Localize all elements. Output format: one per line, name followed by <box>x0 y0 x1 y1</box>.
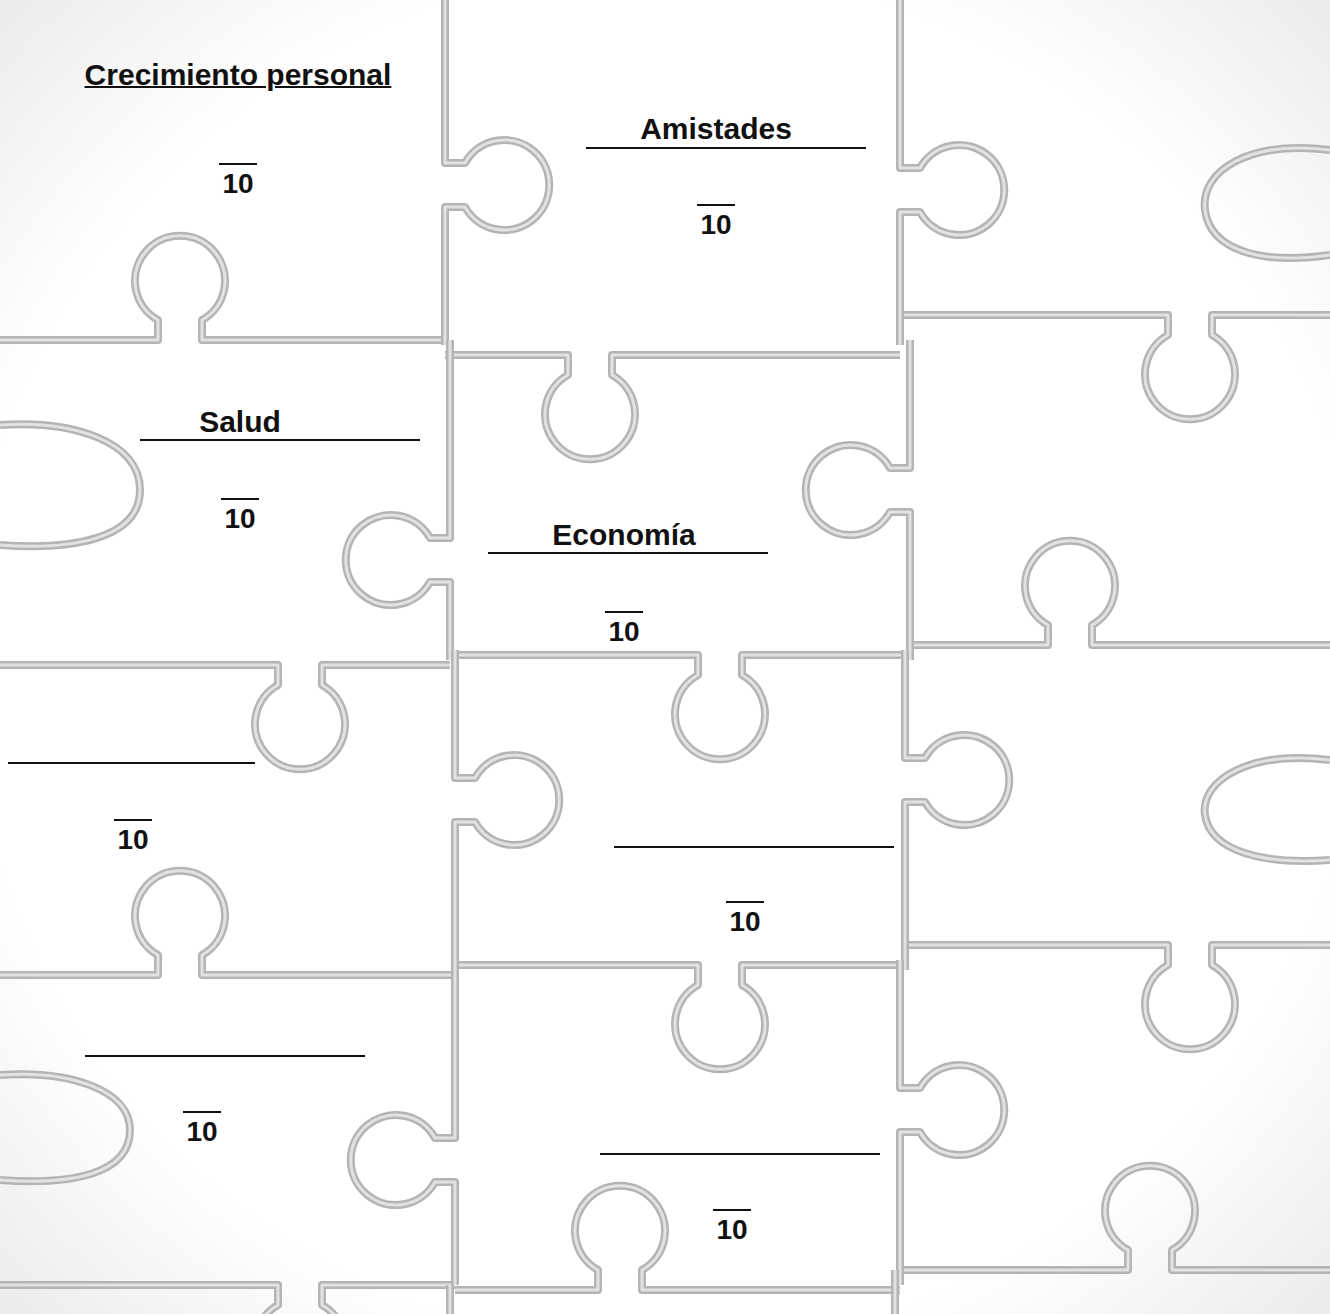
score-blank: 10 <box>183 1111 220 1147</box>
answer-line <box>614 846 894 848</box>
piece-edge <box>445 355 900 459</box>
piece-edge-highlight <box>806 340 910 660</box>
piece-edge-highlight <box>449 1285 452 1314</box>
piece-edge-highlight <box>894 1270 897 1314</box>
piece-edge <box>910 541 1330 645</box>
piece-edge <box>900 315 1330 419</box>
puzzle-piece: Economía 10 <box>552 518 695 647</box>
piece-edge <box>0 665 450 769</box>
piece-edge-highlight <box>905 945 1330 1049</box>
score-blank: 10 <box>221 498 258 534</box>
piece-edge <box>905 945 1330 1049</box>
answer-line <box>600 1153 880 1155</box>
score-blank: 10 <box>713 1209 750 1245</box>
piece-edge-highlight <box>346 340 450 660</box>
piece-edge <box>900 960 1004 1285</box>
answer-line <box>488 552 768 554</box>
piece-edge-highlight <box>900 960 1004 1285</box>
piece-edge <box>346 340 450 660</box>
piece-edge <box>455 1186 900 1290</box>
piece-edge <box>0 424 140 546</box>
score-blank: 10 <box>697 204 734 240</box>
piece-edge-highlight <box>0 1285 455 1314</box>
puzzle-piece: Crecimiento personal 10 <box>85 58 392 199</box>
score-blank: 10 <box>726 901 763 937</box>
piece-edge-highlight <box>1205 758 1330 861</box>
piece-edge <box>0 1285 455 1314</box>
piece-edge-highlight <box>900 0 1004 345</box>
piece-edge <box>450 655 910 759</box>
piece-edge-highlight <box>351 960 455 1285</box>
area-heading: Crecimiento personal <box>85 58 392 92</box>
puzzle-piece: Amistades 10 <box>640 112 792 240</box>
answer-line <box>140 439 420 441</box>
piece-edge <box>891 1270 899 1314</box>
piece-edge-highlight <box>445 0 549 345</box>
answer-line <box>586 147 866 149</box>
area-heading: Economía <box>552 518 695 552</box>
piece-edge-highlight <box>450 655 910 759</box>
area-heading: Amistades <box>640 112 792 146</box>
piece-edge <box>900 1166 1330 1270</box>
piece-edge-highlight <box>0 424 140 546</box>
piece-edge-highlight <box>905 650 1009 970</box>
puzzle-piece: 10 <box>726 901 763 937</box>
piece-edge <box>446 1285 454 1314</box>
piece-edge <box>1205 758 1330 861</box>
score-blank: 10 <box>114 819 151 855</box>
piece-edge <box>445 0 549 345</box>
score-blank: 10 <box>219 163 256 199</box>
piece-edge <box>351 960 455 1285</box>
piece-edge-highlight <box>445 355 900 459</box>
piece-edge <box>0 236 445 340</box>
score-blank: 10 <box>605 611 642 647</box>
piece-edge <box>455 650 559 970</box>
piece-edge-highlight <box>0 871 455 975</box>
piece-edge <box>1205 148 1330 258</box>
piece-edge <box>455 965 905 1069</box>
piece-edge-highlight <box>0 665 450 769</box>
piece-edge-highlight <box>900 1166 1330 1270</box>
piece-edge-highlight <box>455 1186 900 1290</box>
piece-edge <box>900 0 1004 345</box>
piece-edge-highlight <box>910 541 1330 645</box>
piece-edge-highlight <box>0 236 445 340</box>
piece-edge-highlight <box>0 1074 130 1181</box>
piece-edge <box>0 871 455 975</box>
answer-line <box>8 762 255 764</box>
piece-edge-highlight <box>1205 148 1330 258</box>
piece-edge <box>905 650 1009 970</box>
area-heading: Salud <box>199 405 281 439</box>
puzzle-piece: 10 <box>114 819 151 855</box>
piece-edge <box>806 340 910 660</box>
puzzle-piece: 10 <box>183 1111 220 1147</box>
piece-edge-highlight <box>455 650 559 970</box>
puzzle-piece: Salud 10 <box>199 405 281 534</box>
piece-edge-highlight <box>900 315 1330 419</box>
piece-edge <box>0 1074 130 1181</box>
piece-edge-highlight <box>455 965 905 1069</box>
answer-lines <box>8 148 894 1154</box>
answer-line <box>85 1055 365 1057</box>
puzzle-piece: 10 <box>713 1209 750 1245</box>
